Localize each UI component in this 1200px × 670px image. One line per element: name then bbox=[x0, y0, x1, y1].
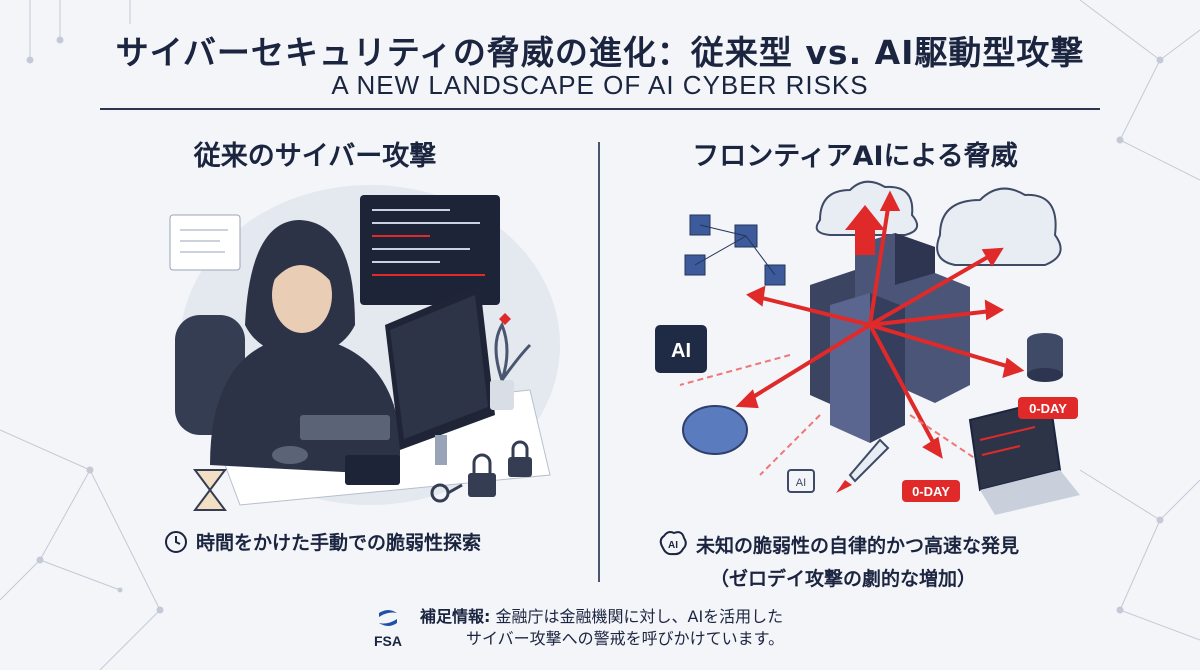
hacker-illustration bbox=[169, 185, 560, 511]
footer-note-label: 補足情報: bbox=[420, 607, 491, 626]
title-divider bbox=[100, 108, 1100, 110]
left-panel-caption: 時間をかけた手動での脆弱性探索 bbox=[164, 528, 481, 555]
right-panel-heading: フロンティアAIによる脅威 bbox=[692, 141, 1018, 172]
footer-note-line1: 金融庁は金融機関に対し、AIを活用した bbox=[495, 607, 784, 626]
footer-note: FSA 補足情報: 金融庁は金融機関に対し、AIを活用した サイバー攻撃への警戒… bbox=[368, 606, 784, 650]
page-title: サイバーセキュリティの脅威の進化：従来型 vs. AI駆動型攻撃 bbox=[115, 33, 1085, 72]
fsa-logo-text: FSA bbox=[374, 633, 402, 649]
right-caption-line1: 未知の脆弱性の自律的かつ高速な発見 bbox=[696, 534, 1020, 557]
footer-text: 補足情報: 金融庁は金融機関に対し、AIを活用した サイバー攻撃への警戒を呼びか… bbox=[420, 606, 784, 650]
page-subtitle: A NEW LANDSCAPE OF AI CYBER RISKS bbox=[331, 70, 869, 100]
zero-day-badge-1: 0-DAY bbox=[1029, 401, 1067, 416]
right-caption-line2: （ゼロデイ攻撃の劇的な増加） bbox=[710, 568, 977, 590]
ai-icon: AI bbox=[659, 531, 687, 556]
left-panel-heading: 従来のサイバー攻撃 bbox=[193, 141, 437, 172]
fsa-logo-mark bbox=[379, 610, 397, 626]
clock-icon bbox=[165, 530, 187, 553]
zero-day-badge-2: 0-DAY bbox=[912, 484, 950, 499]
ai-threat-illustration: AI AI 0-DAY 0-DAY bbox=[655, 180, 1080, 515]
column-divider bbox=[598, 142, 600, 582]
mini-chip-label: AI bbox=[796, 477, 806, 489]
footer-note-line2: サイバー攻撃への警戒を呼びかけています。 bbox=[466, 629, 785, 648]
left-caption-text: 時間をかけた手動での脆弱性探索 bbox=[196, 532, 482, 554]
svg-text:AI: AI bbox=[668, 540, 678, 551]
ai-chip-label: AI bbox=[671, 340, 691, 362]
fsa-logo: FSA bbox=[368, 607, 408, 649]
right-panel-caption: AI 未知の脆弱性の自律的かつ高速な発見 （ゼロデイ攻撃の劇的な増加） bbox=[658, 530, 1019, 591]
